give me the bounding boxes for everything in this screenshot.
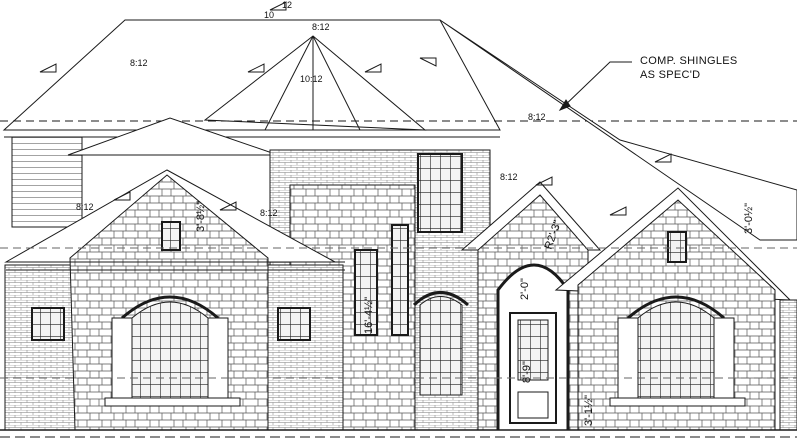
center-arched-window xyxy=(419,296,463,396)
dim-left-gable: 3'-8½" xyxy=(195,201,207,232)
right-roof xyxy=(439,19,797,241)
right-arched-window xyxy=(637,301,715,399)
siding-wall xyxy=(11,136,83,228)
pitch-label-left-gable-right: 8:12 xyxy=(260,208,278,218)
tower-roof xyxy=(203,35,427,131)
dim-entry-arch: 2'-0" xyxy=(519,278,531,300)
left-arched-window xyxy=(131,301,209,399)
callout-line-2: AS SPEC'D xyxy=(640,69,701,81)
pitch-label-tower: 10:12 xyxy=(300,74,323,84)
callout-leader xyxy=(559,61,632,111)
dim-right-gable: 3'-0½" xyxy=(743,203,755,234)
dim-door-height: 8'-9" xyxy=(521,361,533,383)
slope-run: 12 xyxy=(282,0,292,10)
pitch-label-top: 8:12 xyxy=(312,22,330,32)
dim-window-tall: 16'-4½" xyxy=(363,297,375,334)
pitch-label-main-left: 8:12 xyxy=(130,58,148,68)
dim-base: 3'-1½" xyxy=(583,395,595,426)
slope-rise: 10 xyxy=(264,10,274,20)
left-small-window xyxy=(31,307,65,341)
right-small-window xyxy=(277,307,311,341)
pitch-label-right-lower: 8:12 xyxy=(500,172,518,182)
callout-note: COMP. SHINGLES AS SPEC'D xyxy=(640,54,738,82)
callout-line-1: COMP. SHINGLES xyxy=(640,55,738,67)
pitch-label-main-right: 8:12 xyxy=(528,112,546,122)
upper-window xyxy=(417,153,463,233)
pitch-label-left-gable-left: 8:12 xyxy=(76,202,94,212)
